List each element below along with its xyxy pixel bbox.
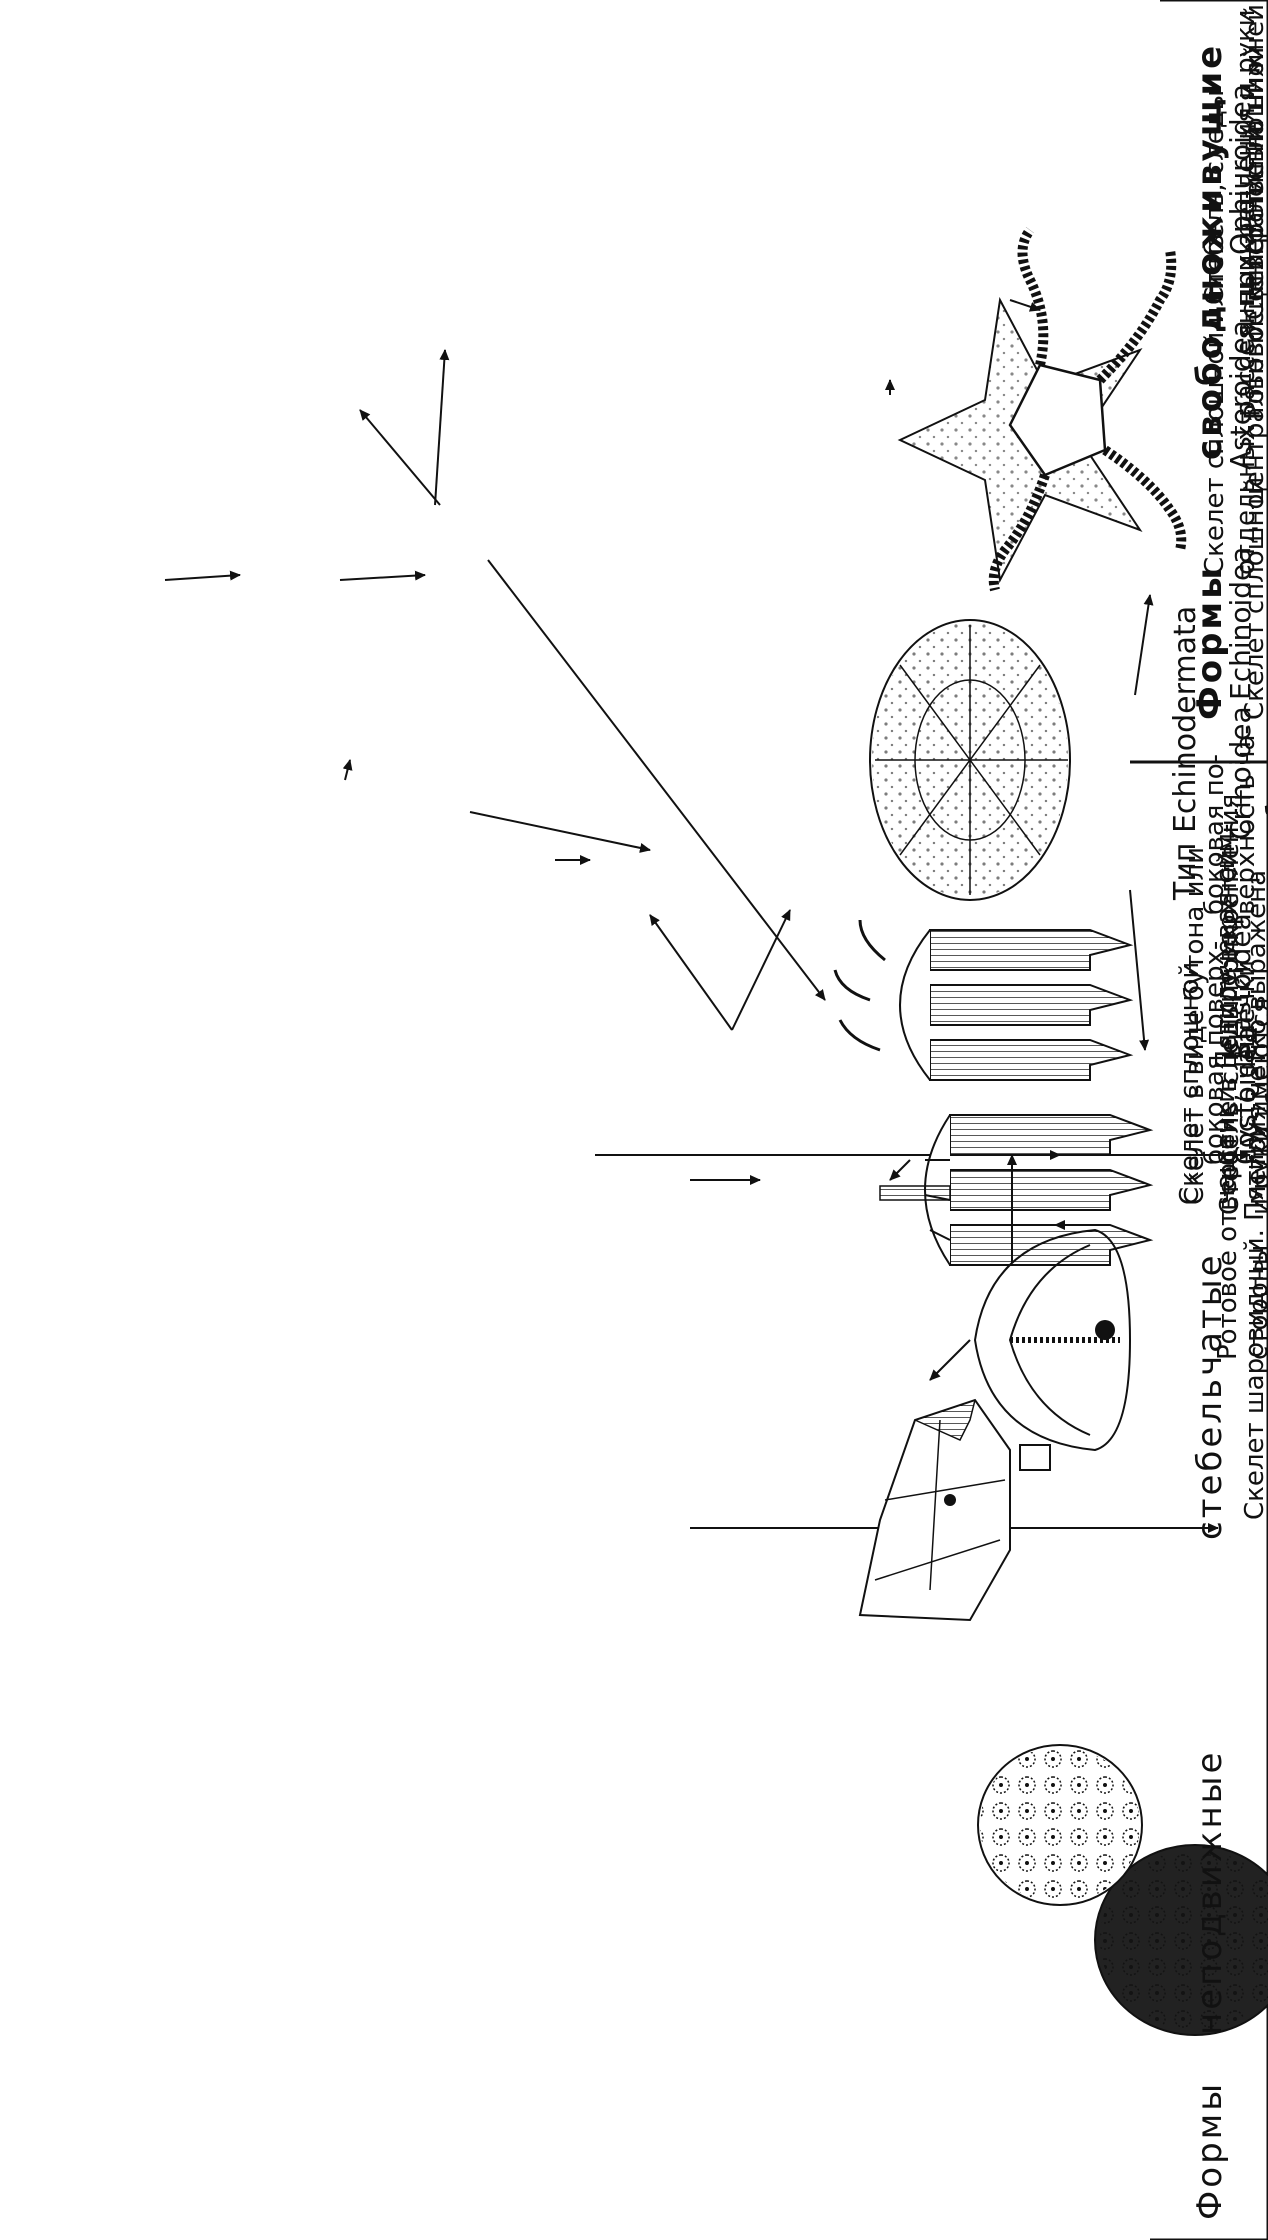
arrow-root-right bbox=[1134, 594, 1154, 696]
label-blastoidea: Blastoidea bbox=[1224, 913, 1257, 1060]
arrow-right-stem bbox=[1009, 299, 1041, 312]
cystoidea-plated-theca bbox=[858, 1398, 1011, 1622]
sessile-label-prefix: Формы bbox=[1190, 2080, 1230, 2220]
arrow-to-sym-weak bbox=[929, 1339, 971, 1381]
free-label-word: свободноживущие bbox=[1190, 42, 1230, 460]
arrow-split-crino bbox=[731, 909, 791, 1031]
arrow-to-sym-strong bbox=[889, 1159, 911, 1181]
cystoidea-round-theca bbox=[977, 1744, 1143, 1906]
arrow-ophiu-to-label bbox=[342, 759, 353, 781]
cystoidea-dark-theca bbox=[1094, 1844, 1268, 2036]
ophiuroidea-disc bbox=[988, 227, 1187, 592]
arrow-root-left bbox=[1129, 889, 1150, 1051]
sessile-label-word1: неподвижные bbox=[1190, 1749, 1230, 2035]
arrow-aster-down bbox=[339, 570, 426, 581]
sessile-label-word2: стебельчатые bbox=[1190, 1252, 1230, 1540]
crinoidea-crown-2 bbox=[833, 919, 1134, 1081]
arrow-split-aster bbox=[434, 349, 450, 506]
echinoidea-test bbox=[869, 619, 1071, 901]
free-label-prefix: Формы bbox=[1190, 565, 1230, 720]
arrow-echino-down bbox=[487, 559, 826, 1001]
arrow-ophiu-down bbox=[164, 570, 241, 581]
arrow-split-ophiu bbox=[359, 409, 441, 506]
arrow-echino-to-label bbox=[469, 811, 651, 853]
blastoidea-bud bbox=[973, 1228, 1132, 1471]
bracket-free bbox=[1160, 0, 1268, 764]
arrow-split-blasto bbox=[649, 914, 733, 1031]
crinoidea-crown-1 bbox=[879, 1114, 1154, 1266]
label-crinoidea: Crinoidea bbox=[1224, 706, 1257, 840]
